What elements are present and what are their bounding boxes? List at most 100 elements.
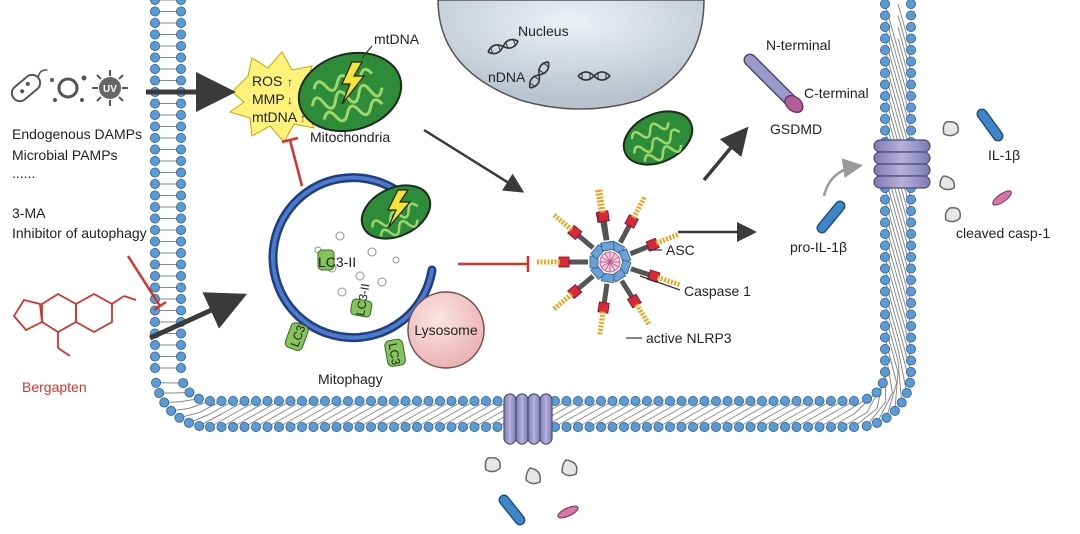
lipid-head xyxy=(423,421,434,432)
lipid-head xyxy=(561,421,572,432)
lipid-head xyxy=(151,377,162,388)
lipid-head xyxy=(469,421,480,432)
lipid-head xyxy=(872,417,883,428)
lipid-head xyxy=(880,251,891,262)
gsdmd-pore-right xyxy=(873,139,931,189)
lipid-head xyxy=(388,395,399,406)
lightning-icon xyxy=(341,61,366,105)
lipid-head xyxy=(780,421,791,432)
lipid-head xyxy=(826,395,837,406)
lipid-head xyxy=(175,328,186,339)
lipid-head xyxy=(175,259,186,270)
lipid-head xyxy=(768,395,779,406)
lipid-head xyxy=(434,421,445,432)
lipid-head xyxy=(175,132,186,143)
lipid-head xyxy=(216,421,227,432)
mito-to-inflammasome-arrow xyxy=(423,128,525,193)
lipid-head xyxy=(149,316,160,327)
lipid-head xyxy=(906,125,917,136)
lipid-tail xyxy=(866,382,884,413)
ndna-label: nDNA xyxy=(488,69,526,85)
lipid-head xyxy=(149,247,160,258)
lipid-head xyxy=(607,421,618,432)
lipid-head xyxy=(149,201,160,212)
lipid-head xyxy=(149,132,160,143)
asc-domain xyxy=(600,240,615,252)
lipid-head xyxy=(906,274,917,285)
bergapten-label: Bergapten xyxy=(22,379,87,395)
mtdna-pointer xyxy=(361,45,373,59)
dna-helix-icon xyxy=(487,38,519,55)
lipid-head xyxy=(250,395,261,406)
lipid-head xyxy=(688,395,699,406)
lipid-head xyxy=(653,395,664,406)
cleaved-casp1-protein xyxy=(992,190,1012,206)
mitophagy-label: Mitophagy xyxy=(318,371,383,387)
lipid-head xyxy=(154,388,165,399)
lipid-head xyxy=(849,395,860,406)
lipid-head xyxy=(331,395,342,406)
lipid-head xyxy=(880,228,891,239)
lipid-head xyxy=(780,395,791,406)
cleaved-casp1-protein xyxy=(557,505,579,519)
lipid-head xyxy=(178,378,189,389)
lipid-head xyxy=(480,395,491,406)
lipid-head xyxy=(573,421,584,432)
lipid-head xyxy=(175,247,186,258)
lipid-head xyxy=(365,395,376,406)
lipid-head xyxy=(149,41,160,52)
lipid-head xyxy=(175,6,186,17)
nucleus-label: Nucleus xyxy=(518,23,569,39)
lipid-head xyxy=(469,395,480,406)
lipid-tail xyxy=(894,371,899,411)
lipid-head xyxy=(354,395,365,406)
lipid-head xyxy=(837,421,848,432)
lipid-head xyxy=(584,421,595,432)
lipid-head xyxy=(377,421,388,432)
lipid-head xyxy=(400,421,411,432)
mitochondrion-top xyxy=(297,51,403,133)
lc3-ii-label: LC3-II xyxy=(318,254,356,270)
lipid-head xyxy=(492,421,503,432)
bergapten-structure-icon xyxy=(12,292,137,357)
lipid-head xyxy=(906,205,917,216)
lipid-head xyxy=(457,395,468,406)
lc3-marker: LC3 xyxy=(384,338,406,367)
lipid-head xyxy=(906,194,917,205)
lipid-head xyxy=(881,412,892,423)
il1b-protein xyxy=(976,108,1004,142)
lipid-head xyxy=(262,421,273,432)
lipid-head xyxy=(906,263,917,274)
lipid-tail xyxy=(897,360,903,403)
phagophore xyxy=(268,173,437,343)
lipid-head xyxy=(285,421,296,432)
lipid-head xyxy=(342,421,353,432)
gsdmd-pore-bottom xyxy=(503,393,553,445)
lipid-head xyxy=(880,114,891,125)
lipid-head xyxy=(175,144,186,155)
lipid-head xyxy=(745,421,756,432)
lipid-head xyxy=(175,29,186,40)
cleaved-casp1-label: cleaved casp-1 xyxy=(956,225,1050,241)
lipid-head xyxy=(676,395,687,406)
lipid-head xyxy=(906,45,917,56)
mitochondrion-free xyxy=(622,110,694,166)
lipid-head xyxy=(880,309,891,320)
lipid-head xyxy=(596,421,607,432)
lipid-head xyxy=(175,282,186,293)
nlrp3-domain xyxy=(597,301,610,314)
lrr-domain xyxy=(656,275,682,288)
lipid-head xyxy=(175,270,186,281)
lipid-head xyxy=(906,355,917,366)
lipid-head xyxy=(906,343,917,354)
lrr-domain xyxy=(597,188,606,213)
lipid-head xyxy=(896,397,907,408)
lipid-head xyxy=(239,421,250,432)
lipid-head xyxy=(757,421,768,432)
lipid-head xyxy=(880,0,890,9)
lipid-head xyxy=(561,395,572,406)
lipid-head xyxy=(699,395,710,406)
lipid-head xyxy=(175,98,186,109)
lipid-head xyxy=(849,421,860,432)
lipid-head xyxy=(174,412,185,423)
